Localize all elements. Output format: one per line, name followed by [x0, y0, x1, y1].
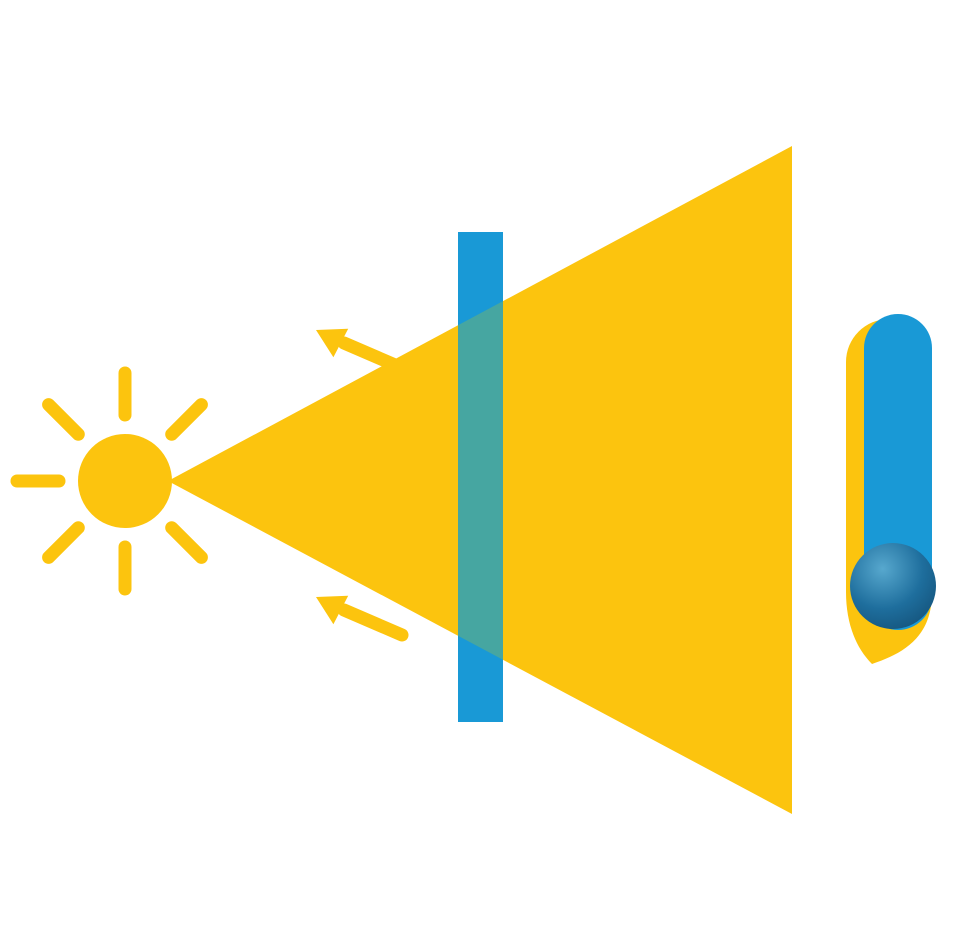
sun-ray [42, 398, 85, 441]
sun-ray [42, 521, 85, 564]
sun-rays [10, 366, 208, 596]
reflected-light-arrow-top [316, 328, 409, 375]
sun-ray [165, 398, 208, 441]
reflected-arrow-head [316, 328, 349, 358]
reflected-arrow-head [316, 595, 349, 625]
reflected-arrow-shaft [337, 603, 409, 642]
thermometer-bulb [850, 543, 936, 629]
glass-beam-overlap [458, 301, 503, 660]
reflected-light-arrow-bottom [316, 595, 409, 642]
sun-core [78, 434, 172, 528]
thermometer-icon [846, 314, 936, 664]
reflected-arrow-shaft [337, 336, 409, 375]
sun-icon [10, 366, 208, 596]
sun-ray [165, 521, 208, 564]
